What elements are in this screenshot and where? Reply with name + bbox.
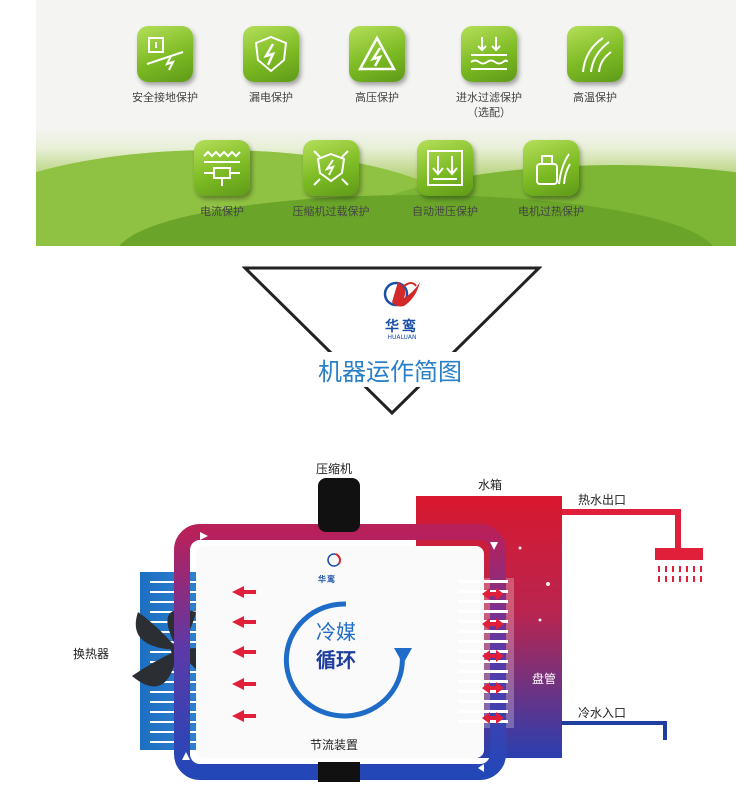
heat-exchanger-label: 换热器 <box>73 647 110 661</box>
rooster-logo-icon <box>383 281 420 307</box>
throttle-label: 节流装置 <box>310 738 359 752</box>
brand-name-en: HUALUAN <box>387 334 417 341</box>
high-temperature-icon <box>567 26 623 82</box>
protection-item: 高温保护 <box>540 26 650 105</box>
diagram-title: 机器运作简图 <box>290 352 490 387</box>
circulation-label: 循环 <box>316 648 356 672</box>
title-triangle <box>242 266 542 416</box>
protection-item: 高压保护 <box>322 26 432 105</box>
water-filter-icon <box>461 26 517 82</box>
current-icon <box>194 140 250 196</box>
unit-logo-icon <box>327 553 341 567</box>
protection-item: 电流保护 <box>167 140 277 219</box>
protection-item: 安全接地保护 <box>110 26 220 105</box>
motor-overheat-icon <box>523 140 579 196</box>
hot-water-pipe <box>560 509 681 548</box>
cold-water-pipe <box>560 721 667 740</box>
protection-label: 压缩机过载保护 <box>292 205 370 218</box>
circulation-arrowhead-icon <box>394 648 412 664</box>
flow-direction-arrows <box>182 532 498 772</box>
protection-label: 高温保护 <box>573 91 617 104</box>
high-voltage-icon <box>349 26 405 82</box>
refrigerant-label: 冷媒 <box>316 620 356 644</box>
protection-sublabel: （选配） <box>467 106 511 119</box>
cold-water-inlet-label: 冷水入口 <box>578 706 627 720</box>
tank-coil-fins <box>458 580 508 723</box>
protection-item: 漏电保护 <box>216 26 326 105</box>
coil-label: 盘管 <box>532 672 557 686</box>
ground-icon <box>137 26 193 82</box>
loop-interior <box>196 546 484 758</box>
pressure-relief-icon <box>417 140 473 196</box>
compressor-label: 压缩机 <box>316 462 353 476</box>
protection-label: 高压保护 <box>355 91 399 104</box>
protection-label: 电流保护 <box>200 205 244 218</box>
protection-label: 安全接地保护 <box>132 91 198 104</box>
protection-label: 自动泄压保护 <box>412 205 478 218</box>
unit-brand: 华鸾 <box>318 575 336 584</box>
heat-arrows-left <box>232 586 256 722</box>
shower-head-icon <box>655 548 703 560</box>
hot-water-outlet-label: 热水出口 <box>578 493 627 507</box>
protection-label: 漏电保护 <box>249 91 293 104</box>
compressor-overload-icon <box>303 140 359 196</box>
protection-item: 进水过滤保护 （选配） <box>434 26 544 120</box>
water-tank-label: 水箱 <box>478 478 503 492</box>
protection-label: 电机过热保护 <box>518 205 584 218</box>
protection-item: 压缩机过载保护 <box>276 140 386 219</box>
protection-item: 自动泄压保护 <box>390 140 500 219</box>
heat-pump-diagram <box>132 478 703 782</box>
circulation-arrow <box>283 601 405 719</box>
leakage-shield-icon <box>243 26 299 82</box>
compressor <box>318 478 360 532</box>
brand-name: 华鸾 <box>385 319 419 335</box>
heat-arrows-right <box>482 588 504 724</box>
protection-label: 进水过滤保护 <box>456 91 522 104</box>
throttle-device <box>318 762 360 782</box>
water-spray-icon <box>658 566 702 582</box>
protection-item: 电机过热保护 <box>496 140 606 219</box>
